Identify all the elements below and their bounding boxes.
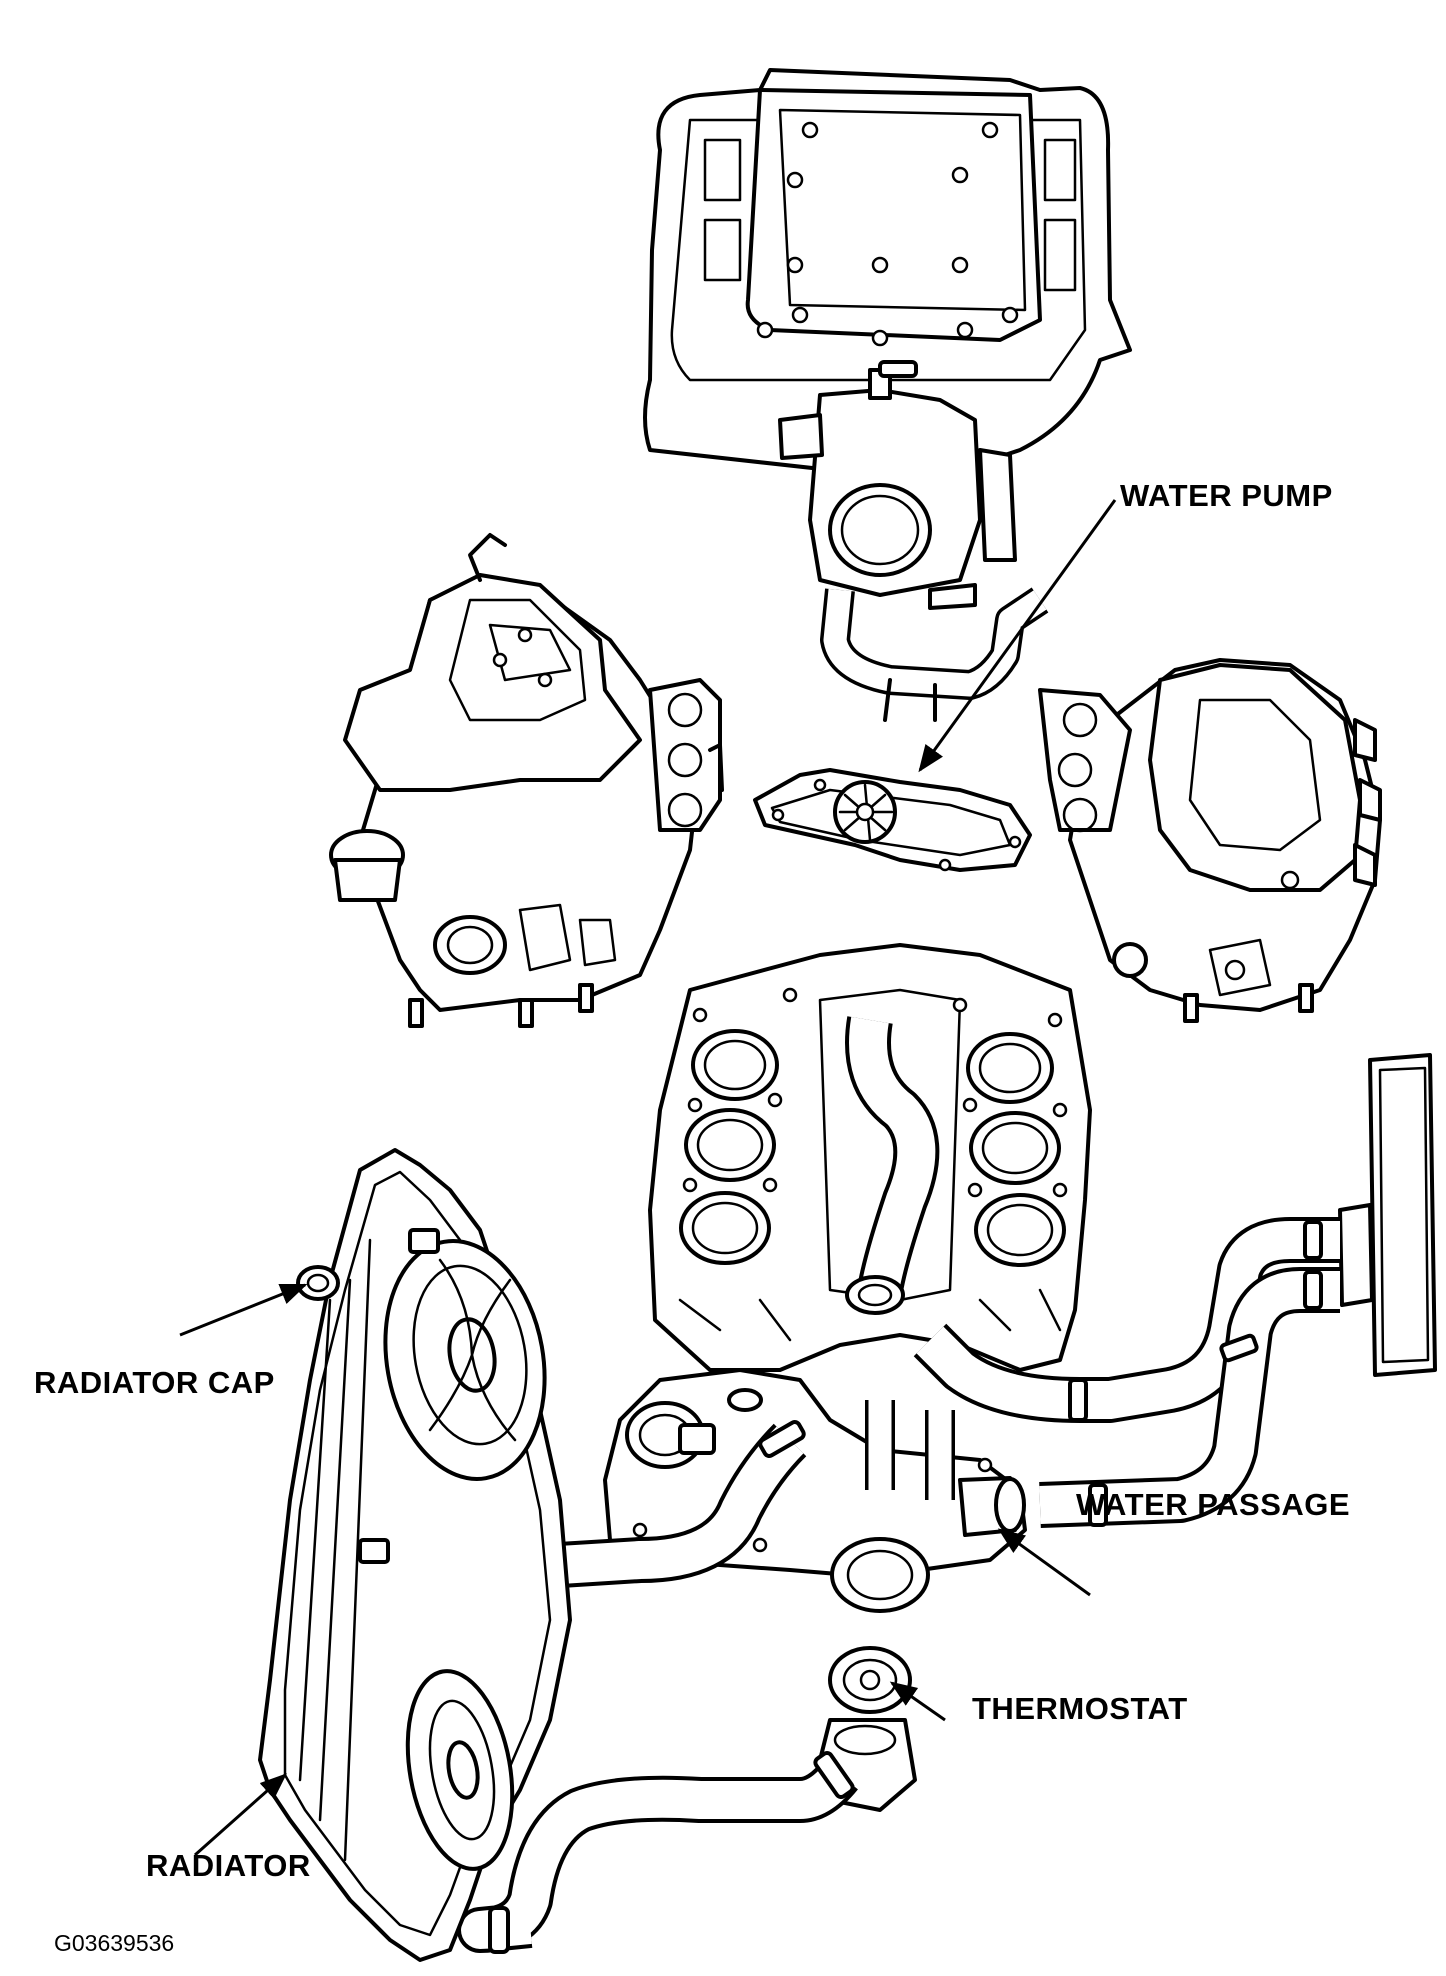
heater-core <box>1338 1053 1437 1377</box>
lower-radiator-hose <box>457 1750 858 1954</box>
leader-lines <box>179 499 1117 1857</box>
leader-radiator <box>194 1773 288 1857</box>
leader-radiator-cap <box>179 1283 308 1337</box>
label-radiator-cap: RADIATOR CAP <box>34 1365 275 1400</box>
label-radiator: RADIATOR <box>146 1848 311 1883</box>
engine-block <box>648 943 1092 1372</box>
throttle-body <box>778 360 1017 597</box>
throttle-coolant-tubes <box>820 583 1049 722</box>
leader-water-pump <box>918 499 1117 773</box>
intake-manifold <box>643 68 1132 482</box>
leader-water-passage <box>997 1528 1091 1597</box>
label-thermostat: THERMOSTAT <box>972 1691 1188 1726</box>
water-pump <box>753 768 1032 872</box>
manifold-bolt-holes <box>756 121 1019 347</box>
label-water-passage: WATER PASSAGE <box>1076 1487 1351 1522</box>
cooling-fan <box>358 1228 547 1871</box>
figure-id: G03639536 <box>54 1930 175 1956</box>
leader-thermostat <box>889 1681 946 1722</box>
left-cylinder-head <box>329 533 724 1028</box>
label-water-pump: WATER PUMP <box>1120 478 1333 513</box>
right-cylinder-head <box>1038 658 1382 1023</box>
heater-hoses <box>913 1217 1340 1528</box>
